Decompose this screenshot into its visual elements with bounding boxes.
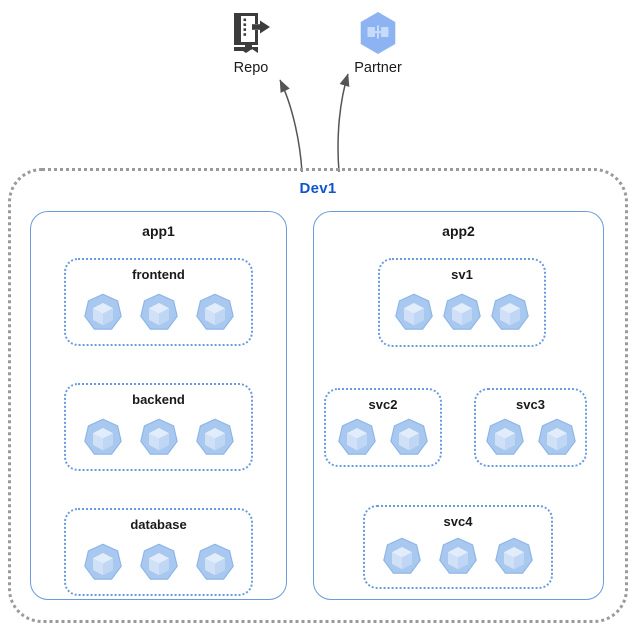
pod-icon: [436, 536, 480, 580]
service-box-backend[interactable]: backend: [64, 383, 253, 471]
pod-icon: [193, 542, 237, 586]
service-box-frontend[interactable]: frontend: [64, 258, 253, 346]
pod-icon: [137, 292, 181, 336]
pod-icon: [335, 417, 379, 461]
pod-icon: [387, 417, 431, 461]
app-title: app2: [442, 223, 475, 239]
pod-icon: [81, 417, 125, 461]
service-title: svc2: [368, 397, 398, 412]
external-node-label: Repo: [233, 60, 269, 76]
service-title: sv1: [451, 267, 473, 282]
pod-icon: [392, 292, 436, 336]
pod-icon: [492, 536, 536, 580]
service-box-database[interactable]: database: [64, 508, 253, 596]
environment-title: Dev1: [299, 180, 337, 197]
external-node-partner[interactable]: Partner: [323, 8, 433, 77]
pod-icon: [380, 536, 424, 580]
service-title: svc4: [443, 514, 473, 529]
pod-icon: [535, 417, 579, 461]
service-title: database: [130, 517, 187, 532]
pod-group: [365, 536, 551, 580]
service-box-svc2[interactable]: svc2: [324, 388, 442, 467]
connector-dev1-to-partner: [337, 73, 350, 173]
pod-icon: [488, 292, 532, 336]
pod-group: [66, 542, 251, 586]
pod-icon: [137, 417, 181, 461]
pod-icon: [483, 417, 527, 461]
service-box-svc4[interactable]: svc4: [363, 505, 553, 589]
pod-group: [476, 417, 585, 461]
service-box-sv1[interactable]: sv1: [378, 258, 546, 347]
external-node-repo[interactable]: Repo: [196, 8, 306, 77]
app-title: app1: [142, 223, 175, 239]
pod-icon: [440, 292, 484, 336]
service-title: backend: [132, 392, 185, 407]
pod-icon: [193, 417, 237, 461]
service-title: frontend: [132, 267, 185, 282]
pod-group: [66, 292, 251, 336]
service-title: svc3: [516, 397, 545, 412]
pod-group: [380, 292, 544, 336]
connector-dev1-to-repo: [279, 79, 303, 173]
partner-hexagon-icon: [323, 8, 433, 58]
pod-icon: [193, 292, 237, 336]
environment-box-dev1[interactable]: [8, 168, 628, 623]
external-node-label: Partner: [354, 60, 402, 76]
pod-icon: [81, 292, 125, 336]
pod-icon: [81, 542, 125, 586]
repo-icon: [196, 8, 306, 58]
service-box-svc3[interactable]: svc3: [474, 388, 587, 467]
pod-icon: [137, 542, 181, 586]
pod-group: [66, 417, 251, 461]
pod-group: [326, 417, 440, 461]
